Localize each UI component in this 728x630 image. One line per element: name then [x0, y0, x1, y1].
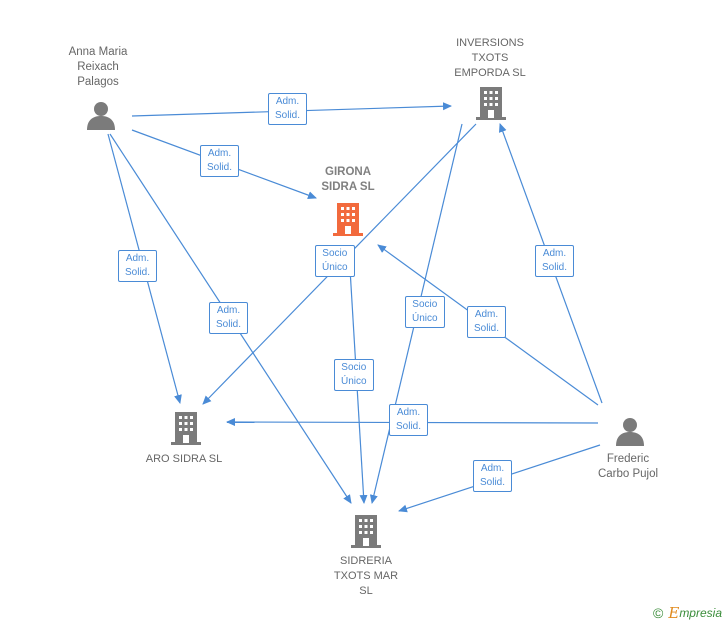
edge-label[interactable]: Socio Único [405, 296, 445, 328]
node-label-aro[interactable]: ARO SIDRA SL [145, 453, 223, 465]
edge-label[interactable]: Adm. Solid. [268, 93, 308, 125]
node-label-frederic[interactable]: Frederic Carbo Pujol [597, 453, 659, 480]
building-icon [351, 515, 381, 548]
building-icon-main [333, 203, 363, 236]
building-icon-inversions[interactable] [476, 86, 506, 125]
building-icon-girona[interactable] [333, 202, 363, 241]
building-icon-sidreria[interactable] [351, 514, 381, 553]
edge-label[interactable]: Socio Único [315, 245, 355, 277]
edge-label[interactable]: Adm. Solid. [535, 245, 575, 277]
node-label-sidreria[interactable]: SIDRERIA TXOTS MAR SL [333, 555, 399, 597]
person-icon [616, 418, 644, 446]
edge-label[interactable]: Socio Único [334, 359, 374, 391]
edge-label[interactable]: Adm. Solid. [389, 404, 429, 436]
person-icon-frederic[interactable] [615, 416, 645, 451]
person-icon [87, 102, 115, 130]
person-icon-anna[interactable] [86, 100, 116, 135]
node-label-anna[interactable]: Anna Maria Reixach Palagos [68, 46, 128, 88]
brand-name: mpresia [679, 606, 722, 620]
edge-label[interactable]: Adm. Solid. [209, 302, 249, 334]
edge-label[interactable]: Adm. Solid. [473, 460, 513, 492]
building-icon-aro[interactable] [171, 411, 201, 450]
edge-label[interactable]: Adm. Solid. [467, 306, 507, 338]
brand-e: E [668, 604, 680, 622]
copyright-icon: © [653, 605, 664, 621]
edge-label[interactable]: Adm. Solid. [118, 250, 158, 282]
edge-label[interactable]: Adm. Solid. [200, 145, 240, 177]
building-icon [476, 87, 506, 120]
building-icon [171, 412, 201, 445]
node-label-girona[interactable]: GIRONA SIDRA SL [321, 166, 375, 193]
node-label-inversions[interactable]: INVERSIONS TXOTS EMPORDA SL [454, 37, 526, 79]
